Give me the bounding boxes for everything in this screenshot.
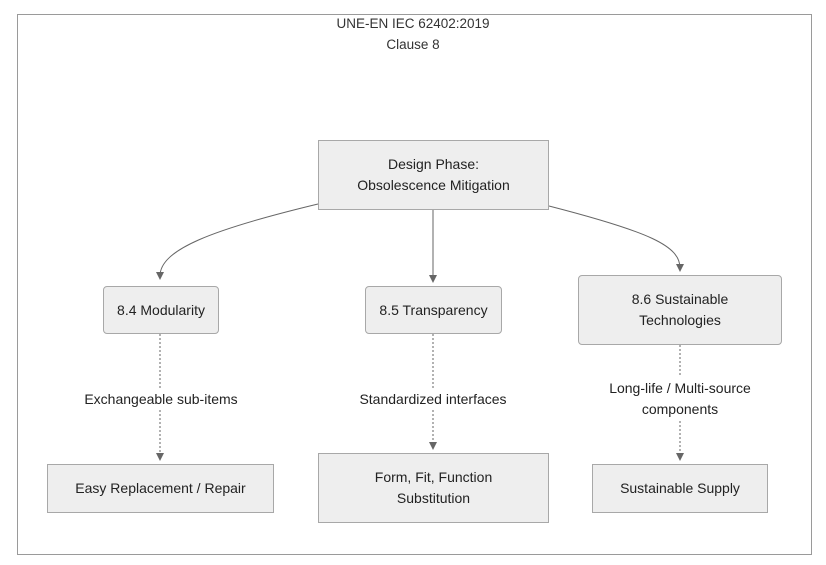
- node-sustainable-supply: Sustainable Supply: [592, 464, 768, 513]
- node-transparency-label: 8.5 Transparency: [379, 301, 488, 318]
- node-modularity-label: 8.4 Modularity: [117, 301, 205, 318]
- node-modularity: 8.4 Modularity: [103, 286, 219, 334]
- edge-label-long-life-line2: components: [641, 401, 719, 417]
- edge-label-exchangeable: Exchangeable sub-items: [80, 388, 242, 410]
- node-sustainable-tech: 8.6 Sustainable Technologies: [578, 275, 782, 345]
- diagram-title: UNE-EN IEC 62402:2019: [336, 16, 490, 31]
- edge-label-standardized: Standardized interfaces: [355, 388, 511, 410]
- node-sustainable-tech-line2: Technologies: [639, 312, 721, 328]
- node-sustainable-tech-line1: 8.6 Sustainable: [631, 291, 729, 307]
- node-form-fit-function-line2: Substitution: [396, 490, 471, 506]
- edge-label-exchangeable-text: Exchangeable sub-items: [84, 390, 238, 407]
- node-sustainable-supply-label: Sustainable Supply: [620, 480, 740, 496]
- node-easy-replacement: Easy Replacement / Repair: [47, 464, 274, 513]
- edge-design-to-sustainable-tech: [548, 205, 684, 272]
- diagram-subtitle: Clause 8: [386, 37, 440, 52]
- node-easy-replacement-label: Easy Replacement / Repair: [75, 480, 246, 496]
- node-form-fit-function-line1: Form, Fit, Function: [374, 469, 493, 485]
- node-design-phase-line2: Obsolescence Mitigation: [357, 177, 510, 193]
- edge-label-standardized-text: Standardized interfaces: [359, 390, 507, 407]
- node-design-phase: Design Phase: Obsolescence Mitigation: [318, 140, 549, 210]
- edge-label-long-life: Long-life / Multi-source components: [594, 377, 766, 421]
- node-transparency: 8.5 Transparency: [365, 286, 502, 334]
- edge-design-to-modularity: [156, 203, 319, 280]
- node-design-phase-line1: Design Phase:: [387, 156, 480, 172]
- node-form-fit-function: Form, Fit, Function Substitution: [318, 453, 549, 523]
- edge-label-long-life-line1: Long-life / Multi-source: [609, 380, 751, 396]
